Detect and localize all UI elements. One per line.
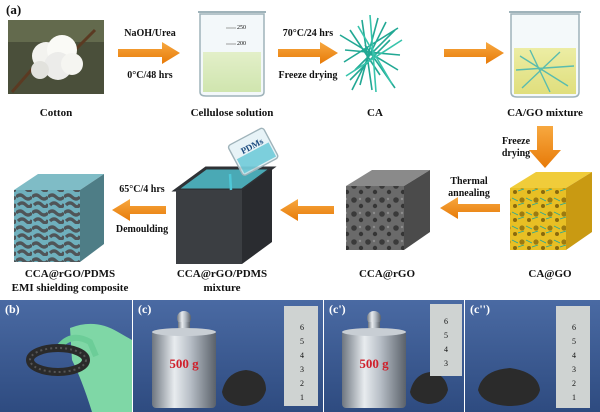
cotton-photo (8, 20, 104, 94)
beaker-mark-1: 250 (237, 25, 246, 31)
arrow-left-5 (440, 197, 500, 219)
step4-label-2: drying (501, 148, 531, 159)
ruler-c-num-3: 3 (300, 365, 304, 374)
ruler-c (284, 306, 318, 406)
ruler-c-prime-num-3: 3 (444, 359, 448, 368)
ruler-c-num-2: 2 (300, 379, 304, 388)
sample-c-prime (410, 372, 448, 404)
glove-hand (57, 323, 132, 412)
step2-bottom-label: Freeze drying (278, 70, 338, 81)
sample-c (222, 370, 266, 406)
arrow-left-7 (112, 199, 166, 221)
weight-c-prime (342, 311, 406, 408)
beaker-ca-go-mixture (509, 11, 581, 98)
ca-go-cube (510, 172, 592, 250)
weight-c (152, 311, 216, 408)
ruler-c2-num-1: 1 (572, 393, 576, 402)
ruler-c2-num-5: 5 (572, 337, 576, 346)
beaker-cellulose (198, 11, 266, 97)
ruler-c-prime (430, 304, 462, 376)
cca-rgo-cube (346, 170, 430, 250)
step5-label-1: Thermal (450, 176, 488, 187)
ca-fibers (339, 14, 403, 93)
label-composite-line1: CCA@rGO/PDMS (24, 268, 116, 280)
step7-bottom-label: Demoulding (115, 224, 169, 235)
label-cellulose-solution: Cellulose solution (190, 107, 274, 119)
ruler-c2-num-3: 3 (572, 365, 576, 374)
panel-letter-c: (c) (138, 302, 152, 316)
label-pdms-mixture-line1: CCA@rGO/PDMS (176, 268, 268, 280)
step5-label-2: annealing (448, 188, 490, 199)
sample-ring (26, 344, 90, 376)
composite-cube (14, 174, 104, 262)
beaker-mark-2: 200 (237, 41, 246, 47)
label-ca-go: CA@GO (528, 268, 572, 280)
arrow-left-6 (280, 199, 334, 221)
label-ca: CA (367, 107, 383, 119)
mold-box (171, 166, 277, 264)
ruler-c-num-1: 1 (300, 393, 304, 402)
ruler-c2-num-2: 2 (572, 379, 576, 388)
panel-letter-b: (b) (5, 302, 20, 316)
arrow-right-2 (278, 42, 338, 64)
weight-label-c-prime: 500 g (359, 356, 389, 371)
panel-letter-a: (a) (6, 2, 22, 17)
label-ca-go-mixture: CA/GO mixture (507, 107, 583, 119)
step2-top-label: 70°C/24 hrs (282, 28, 334, 39)
step1-top-label: NaOH/Urea (124, 28, 176, 39)
step1-bottom-label: 0°C/48 hrs (127, 70, 173, 81)
ruler-c2-num-6: 6 (572, 323, 576, 332)
sample-c-double-prime (478, 368, 540, 406)
label-cotton: Cotton (39, 107, 73, 119)
ruler-c2-num-4: 4 (572, 351, 576, 360)
label-composite-line2: EMI shielding composite (11, 282, 129, 294)
arrow-down (529, 126, 561, 168)
step7-top-label: 65°C/4 hrs (119, 184, 165, 195)
ruler-c-prime-num-4: 4 (444, 345, 448, 354)
label-pdms-mixture-line2: mixture (203, 282, 241, 294)
weight-label-c: 500 g (169, 356, 199, 371)
ruler-c-num-6: 6 (300, 323, 304, 332)
label-cca-rgo: CCA@rGO (358, 268, 416, 280)
panel-letter-c-double-prime: (c'') (470, 302, 490, 316)
pdms-cup (227, 127, 279, 176)
step4-label-1: Freeze (501, 136, 531, 147)
ruler-c-double-prime (556, 306, 590, 408)
arrow-right-3 (444, 42, 504, 64)
panel-letter-c-prime: (c') (329, 302, 346, 316)
ruler-c-num-5: 5 (300, 337, 304, 346)
ruler-c-prime-num-5: 5 (444, 331, 448, 340)
arrow-right-1 (118, 42, 180, 64)
ruler-c-prime-num-6: 6 (444, 317, 448, 326)
ruler-c-num-4: 4 (300, 351, 304, 360)
